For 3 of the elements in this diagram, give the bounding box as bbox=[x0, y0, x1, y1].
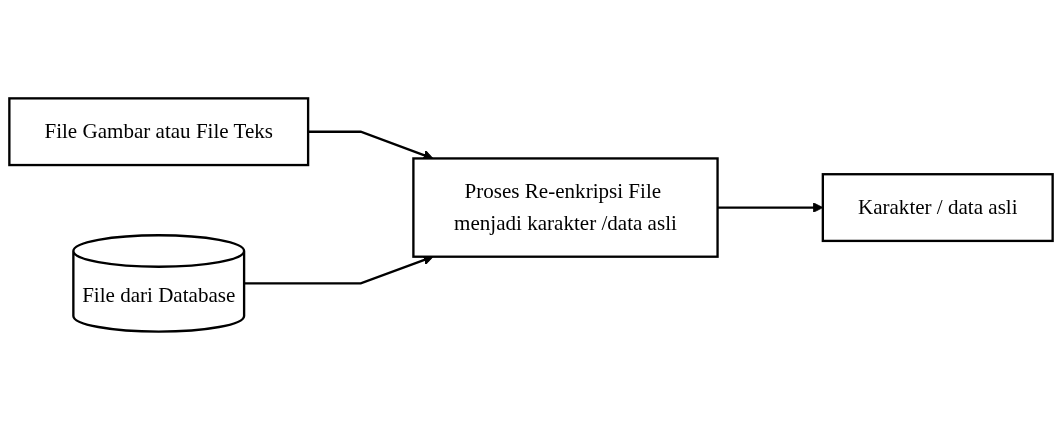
node-box: File Gambar atau File Teks bbox=[8, 97, 310, 167]
node-box: Proses Re-enkripsi File menjadi karakter /data asli bbox=[412, 157, 719, 258]
node-box: Karakter / data asli bbox=[821, 173, 1054, 243]
